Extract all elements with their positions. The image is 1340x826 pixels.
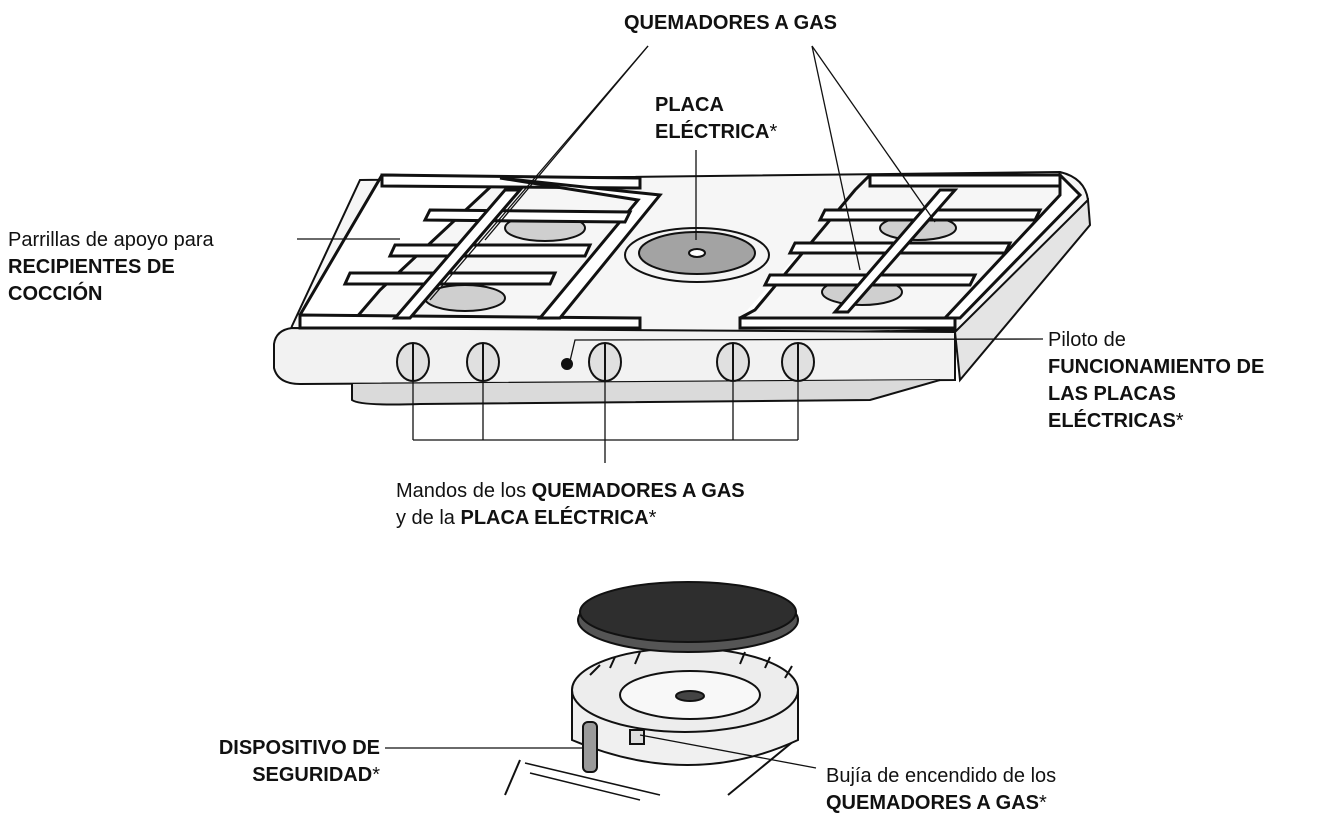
leader-lines-bottom: [385, 734, 817, 769]
asterisk: *: [372, 764, 380, 786]
leader-lines-top: [297, 45, 1044, 362]
burner-detail: [504, 581, 799, 801]
label-grates: Parrillas de apoyo para RECIPIENTES DE C…: [8, 227, 214, 308]
label-knobs-bold2: PLACA ELÉCTRICA: [460, 507, 649, 529]
label-electric-plate-line1: PLACA: [655, 94, 724, 116]
asterisk: *: [1038, 792, 1047, 814]
label-safety-word: SEGURIDAD: [252, 764, 373, 786]
safety-device: [582, 721, 598, 773]
label-safety-device: DISPOSITIVO DE SEGURIDAD*: [150, 735, 380, 789]
hotplate-center: [688, 248, 706, 258]
label-grates-line1: Parrillas de apoyo para: [8, 229, 214, 251]
asterisk: *: [648, 507, 657, 529]
label-pilot-line2: FUNCIONAMIENTO DE: [1048, 356, 1265, 378]
label-spark-plug: Bujía de encendido de los QUEMADORES A G…: [826, 763, 1056, 817]
label-knobs: Mandos de los QUEMADORES A GAS y de la P…: [396, 478, 745, 532]
label-pilot-line4: ELÉCTRICAS*: [1048, 408, 1264, 435]
burner-left-front: [424, 284, 506, 312]
label-gas-burners-top: QUEMADORES A GAS: [624, 12, 837, 34]
label-knobs-line2: y de la PLACA ELÉCTRICA*: [396, 505, 745, 532]
label-electric-plate: PLACA ELÉCTRICA*: [655, 92, 777, 146]
label-pilot: Piloto de FUNCIONAMIENTO DE LAS PLACAS E…: [1048, 327, 1264, 435]
burner-center: [675, 690, 705, 702]
knobs: [396, 342, 815, 382]
label-pilot-line3: LAS PLACAS: [1048, 383, 1176, 405]
asterisk: *: [1175, 410, 1184, 432]
label-grates-line3: COCCIÓN: [8, 283, 103, 305]
burner-cap: [579, 581, 797, 643]
label-knobs-text1: Mandos de los: [396, 480, 532, 502]
label-electric-plate-word: ELÉCTRICA: [655, 121, 770, 143]
label-pilot-word: ELÉCTRICAS: [1048, 410, 1176, 432]
grate-left: [298, 173, 663, 330]
spark-plug: [629, 729, 645, 745]
asterisk: *: [769, 121, 778, 143]
label-safety-line1: DISPOSITIVO DE: [218, 737, 380, 759]
label-pilot-line1: Piloto de: [1048, 329, 1126, 351]
label-spark-word: QUEMADORES A GAS: [826, 792, 1039, 814]
label-safety-line2: SEGURIDAD*: [150, 762, 380, 789]
knob-bracket: [412, 382, 799, 463]
label-grates-line2: RECIPIENTES DE: [8, 256, 175, 278]
side-panel: [953, 197, 1092, 383]
label-knobs-bold1: QUEMADORES A GAS: [531, 480, 745, 502]
label-spark-line1: Bujía de encendido de los: [826, 765, 1057, 787]
label-knobs-text2: y de la: [396, 507, 461, 529]
underside: [351, 379, 941, 406]
grate-right: [738, 171, 1083, 330]
label-electric-plate-line2: ELÉCTRICA*: [655, 119, 777, 146]
label-spark-line2: QUEMADORES A GAS*: [826, 790, 1056, 817]
cooktop: [273, 170, 1092, 406]
pilot-light: [561, 358, 573, 370]
label-knobs-line1: Mandos de los QUEMADORES A GAS: [396, 478, 745, 505]
